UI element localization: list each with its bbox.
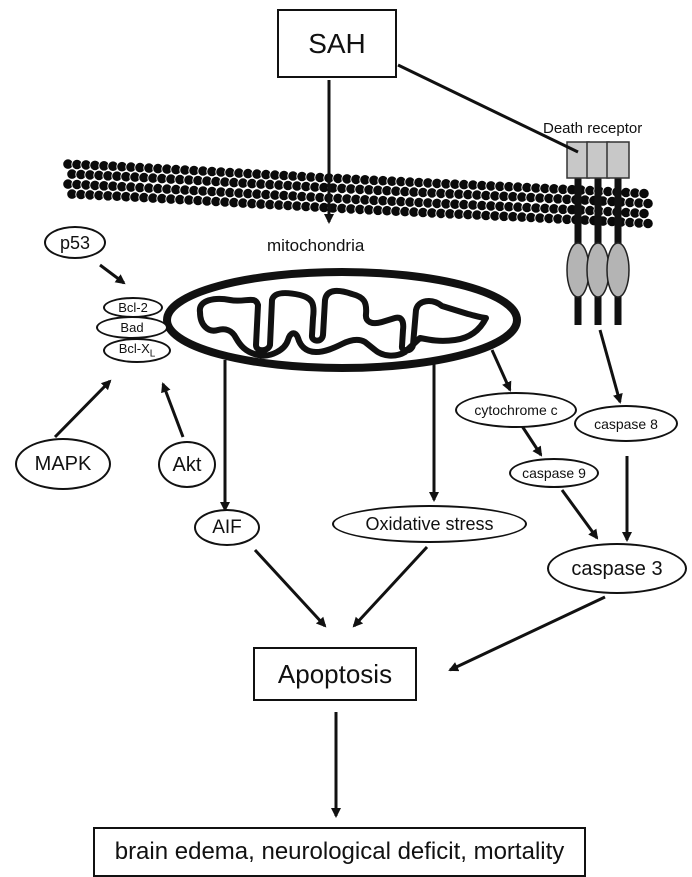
mito-to-cytochrome-arrow	[492, 350, 510, 390]
membrane-lipid	[639, 208, 649, 218]
p53-to-bcl-arrow	[100, 265, 124, 283]
casp9-to-casp3-arrow	[562, 490, 597, 538]
akt-oval: Akt	[158, 441, 216, 488]
apoptosis-label: Apoptosis	[278, 661, 392, 687]
oxidative-stress-oval: Oxidative stress	[332, 505, 527, 543]
mitochondrion	[167, 272, 517, 368]
mitochondria-label: mitochondria	[267, 237, 364, 254]
bcl2-label: Bcl-2	[118, 301, 148, 314]
mapk-oval: MAPK	[15, 438, 111, 490]
oxidative-to-apoptosis-arrow	[354, 547, 427, 626]
sah-label: SAH	[308, 30, 366, 58]
oxidative-stress-label: Oxidative stress	[365, 515, 493, 533]
death-receptor-label: Death receptor	[543, 121, 642, 136]
bad-oval: Bad	[96, 316, 168, 339]
death-receptor-complex	[567, 142, 629, 325]
cytochrome-c-label: cytochrome c	[474, 403, 557, 417]
outcome-box: brain edema, neurological deficit, morta…	[93, 827, 586, 877]
caspase3-oval: caspase 3	[547, 543, 687, 594]
membrane-lipid	[639, 188, 649, 198]
receptor-to-casp8-arrow	[600, 330, 620, 402]
caspase3-label: caspase 3	[571, 559, 662, 579]
membrane-lipid	[643, 218, 653, 228]
caspase9-label: caspase 9	[522, 466, 586, 480]
mapk-label: MAPK	[35, 454, 92, 474]
mapk-to-bcl-arrow	[55, 381, 110, 437]
caspase9-oval: caspase 9	[509, 458, 599, 488]
sah-box: SAH	[277, 9, 397, 78]
membrane-lipid	[643, 198, 653, 208]
receptor-square-2	[587, 142, 609, 178]
cytochrome-c-oval: cytochrome c	[455, 392, 577, 428]
aif-to-apoptosis-arrow	[255, 550, 325, 626]
cell-membrane	[63, 159, 653, 229]
receptor-oval-1	[567, 243, 589, 297]
bclxl-subscript: L	[150, 348, 156, 359]
receptor-oval-3	[607, 243, 629, 297]
apoptosis-box: Apoptosis	[253, 647, 417, 701]
bclxl-main-text: Bcl-X	[119, 341, 150, 356]
aif-oval: AIF	[194, 509, 260, 546]
caspase8-oval: caspase 8	[574, 405, 678, 442]
outcome-label: brain edema, neurological deficit, morta…	[115, 840, 565, 864]
casp3-to-apoptosis-arrow	[450, 597, 605, 670]
sah-to-receptor-line	[398, 65, 578, 152]
akt-label: Akt	[173, 455, 202, 475]
bcl2-oval: Bcl-2	[103, 297, 163, 318]
aif-label: AIF	[212, 518, 242, 537]
p53-oval: p53	[44, 226, 106, 259]
bclxl-oval: Bcl-XL	[103, 338, 171, 363]
cytochrome-to-casp9-arrow	[522, 426, 541, 455]
bad-label: Bad	[120, 321, 143, 334]
caspase8-label: caspase 8	[594, 417, 658, 431]
receptor-square-3	[607, 142, 629, 178]
akt-to-bcl-arrow	[163, 384, 183, 437]
bclxl-label: Bcl-XL	[119, 342, 156, 360]
receptor-oval-2	[587, 243, 609, 297]
p53-label: p53	[60, 234, 90, 252]
